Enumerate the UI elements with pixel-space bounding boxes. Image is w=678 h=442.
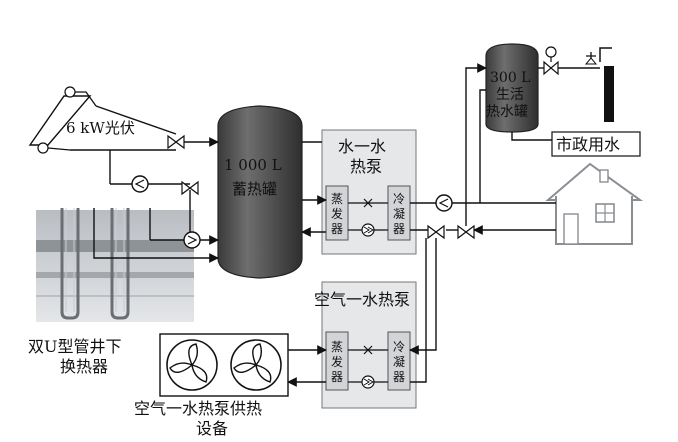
pv-panel bbox=[28, 86, 97, 154]
aw-condenser-label-3: 器 bbox=[393, 370, 405, 384]
aw-heat-pump-label: 空气一水热泵 bbox=[314, 290, 410, 309]
aw-evaporator-label-2: 发 bbox=[331, 354, 343, 369]
borehole-label-line1: 双U型管井下 bbox=[28, 337, 122, 356]
borehole-label-line2: 换热器 bbox=[60, 357, 108, 376]
aw-evaporator-label-3: 器 bbox=[331, 370, 343, 384]
ww-evaporator-label-1: 蒸 bbox=[331, 192, 343, 206]
aw-evaporator-label-1: 蒸 bbox=[331, 340, 343, 354]
ww-condenser-label-3: 器 bbox=[393, 222, 405, 236]
municipal-water-box bbox=[551, 131, 641, 157]
gauge-icon bbox=[545, 46, 557, 62]
circulation-pump-icon bbox=[183, 231, 201, 249]
dhw-tank-label-line3: 热水罐 bbox=[486, 104, 528, 120]
aw-supply-label-line2: 设备 bbox=[196, 419, 228, 438]
aw-supply-label-line1: 空气一水热泵供热 bbox=[134, 399, 262, 418]
ww-evaporator-label-3: 器 bbox=[331, 222, 343, 236]
ww-condenser-label-1: 冷 bbox=[393, 192, 405, 206]
pv-label: 6 kW光伏 bbox=[66, 119, 135, 137]
aw-condenser-label-2: 凝 bbox=[393, 354, 405, 369]
storage-tank-label-line2: 蓄热罐 bbox=[232, 180, 277, 198]
dhw-tank-label-line2: 生活 bbox=[496, 87, 524, 103]
borehole-heat-exchanger bbox=[36, 208, 194, 322]
house-icon bbox=[545, 162, 644, 245]
ww-condenser-label-2: 凝 bbox=[393, 206, 405, 221]
piping bbox=[70, 63, 600, 387]
municipal-water-label: 市政用水 bbox=[556, 135, 620, 154]
water-water-heat-pump bbox=[321, 129, 417, 255]
circulation-pump-icon bbox=[131, 175, 149, 193]
ww-heat-pump-label-line2: 热泵 bbox=[350, 157, 382, 176]
aw-condenser-label-1: 冷 bbox=[393, 340, 405, 354]
ww-evaporator-label-2: 发 bbox=[331, 206, 343, 221]
three-way-valve-icon bbox=[167, 60, 559, 240]
storage-tank-label-line1: 1 000 L bbox=[224, 156, 282, 174]
dhw-tank-label-line1: 300 L bbox=[490, 70, 530, 86]
air-source-fan-unit bbox=[159, 333, 289, 397]
circulation-pump-icon bbox=[435, 194, 453, 212]
dhw-tank bbox=[485, 43, 539, 133]
water-column bbox=[584, 47, 614, 122]
fan-icon bbox=[230, 339, 282, 391]
storage-tank bbox=[217, 105, 303, 279]
ww-heat-pump-label-line1: 水一水 bbox=[338, 137, 386, 156]
fan-icon bbox=[166, 339, 218, 391]
air-water-heat-pump bbox=[321, 281, 417, 409]
